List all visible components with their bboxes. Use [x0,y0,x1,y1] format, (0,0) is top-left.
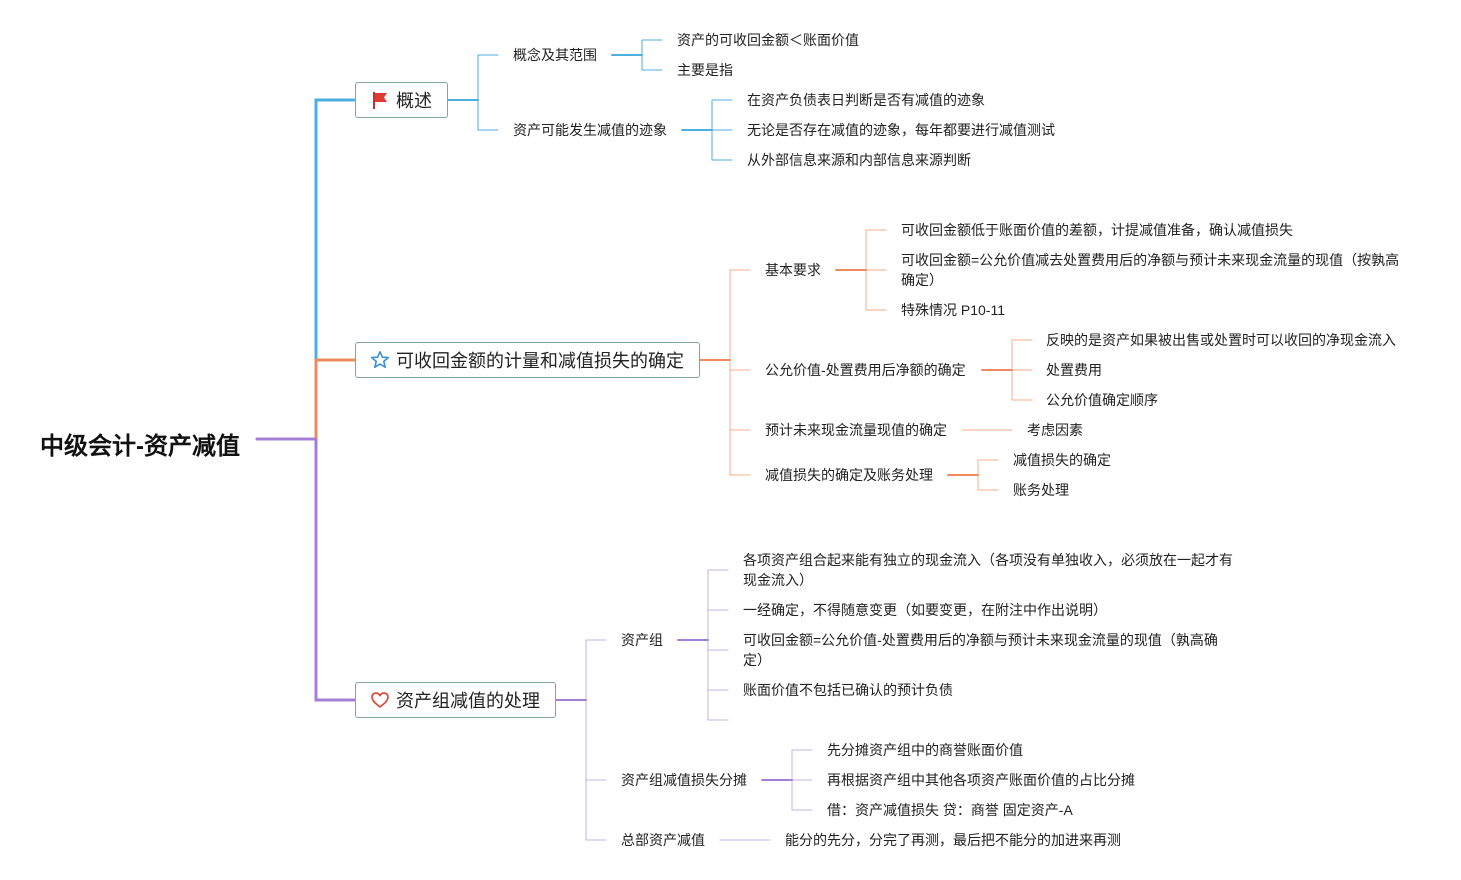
leaf-item[interactable]: 减值损失的确定 [1013,452,1111,468]
topic-impairment-loss-accounting[interactable]: 减值损失的确定及账务处理 [765,467,933,483]
leaf-item[interactable]: 特殊情况 P10-11 [901,302,1005,318]
topic-group-loss-allocation[interactable]: 资产组减值损失分摊 [621,772,747,788]
leaf-item[interactable]: 借：资产减值损失 贷：商誉 固定资产-A [827,802,1073,818]
heart-icon [370,690,390,710]
leaf-item[interactable]: 可收回金额=公允价值减去处置费用后的净额与预计未来现金流量的现值（按孰高确定） [901,252,1400,288]
leaf-item[interactable]: 考虑因素 [1027,422,1083,438]
branch-asset-group-label: 资产组减值的处理 [396,691,540,711]
topic-concept-scope[interactable]: 概念及其范围 [513,47,597,63]
branch-overview[interactable]: 概述 [355,82,448,118]
topic-basic-requirements[interactable]: 基本要求 [765,262,821,278]
leaf-item[interactable]: 在资产负债表日判断是否有减值的迹象 [747,92,985,108]
root-topic[interactable]: 中级会计-资产减值 [40,433,240,460]
leaf-item[interactable]: 公允价值确定顺序 [1046,392,1158,408]
branch-recoverable-amount-label: 可收回金额的计量和减值损失的确定 [396,351,684,371]
leaf-item[interactable]: 账务处理 [1013,482,1069,498]
flag-icon [370,90,390,110]
leaf-item[interactable]: 处置费用 [1046,362,1102,378]
topic-impairment-signs[interactable]: 资产可能发生减值的迹象 [513,122,667,138]
topic-asset-group[interactable]: 资产组 [621,632,663,648]
topic-corporate-asset-impairment[interactable]: 总部资产减值 [621,832,705,848]
leaf-item[interactable]: 能分的先分，分完了再测，最后把不能分的加进来再测 [785,832,1121,848]
leaf-item[interactable]: 反映的是资产如果被出售或处置时可以收回的净现金流入 [1046,332,1396,348]
branch-asset-group[interactable]: 资产组减值的处理 [355,682,556,718]
branch-recoverable-amount[interactable]: 可收回金额的计量和减值损失的确定 [355,342,700,378]
topic-future-cash-flow-pv[interactable]: 预计未来现金流量现值的确定 [765,422,947,438]
leaf-item[interactable]: 一经确定，不得随意变更（如要变更，在附注中作出说明） [743,602,1107,618]
leaf-item[interactable]: 资产的可收回金额＜账面价值 [677,32,859,48]
branch-overview-label: 概述 [396,91,432,111]
leaf-item[interactable]: 可收回金额低于账面价值的差额，计提减值准备，确认减值损失 [901,222,1293,238]
leaf-item[interactable]: 各项资产组合起来能有独立的现金流入（各项没有单独收入，必须放在一起才有现金流入） [743,552,1233,588]
leaf-item[interactable]: 账面价值不包括已确认的预计负债 [743,682,953,698]
leaf-item[interactable]: 无论是否存在减值的迹象，每年都要进行减值测试 [747,122,1055,138]
leaf-item[interactable]: 先分摊资产组中的商誉账面价值 [827,742,1023,758]
star-icon [370,350,390,370]
leaf-item[interactable]: 主要是指 [677,62,733,78]
topic-fair-value-net[interactable]: 公允价值-处置费用后净额的确定 [765,362,966,378]
leaf-item[interactable]: 可收回金额=公允价值-处置费用后的净额与预计未来现金流量的现值（孰高确定） [743,632,1218,668]
leaf-item[interactable]: 再根据资产组中其他各项资产账面价值的占比分摊 [827,772,1135,788]
leaf-item[interactable]: 从外部信息来源和内部信息来源判断 [747,152,971,168]
